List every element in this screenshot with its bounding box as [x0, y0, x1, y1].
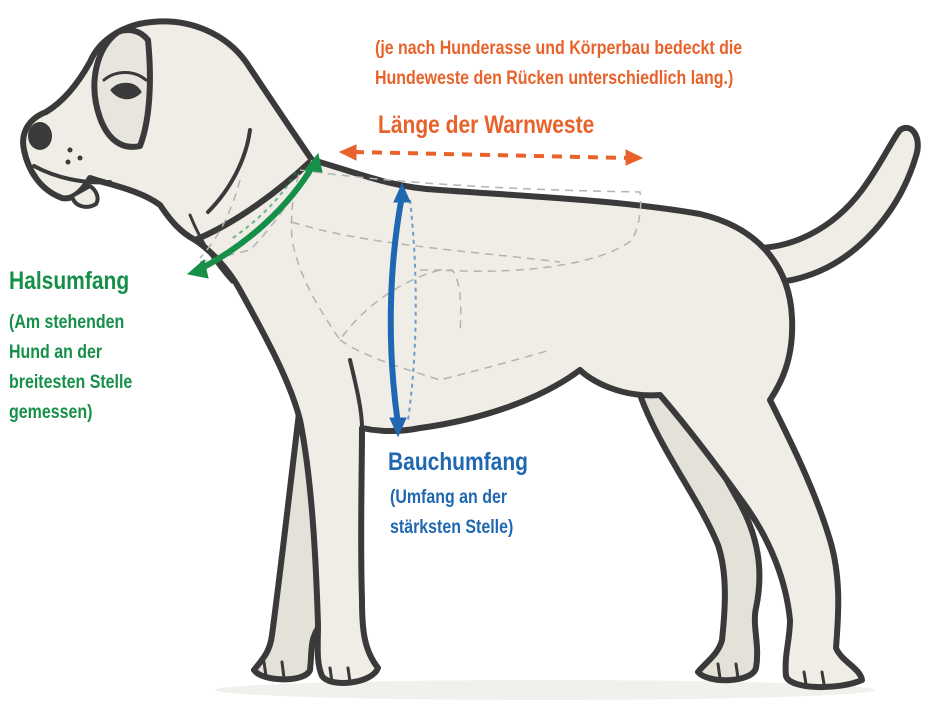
- neck-title: Halsumfang: [9, 267, 130, 295]
- arrow-belly: [387, 182, 417, 438]
- length-note-line-2: Hundeweste den Rücken unterschiedlich la…: [375, 68, 734, 89]
- neck-note-line-2: Hund an der: [9, 342, 103, 363]
- belly-note-line-1: (Umfang an der: [390, 487, 508, 508]
- neck-note-line-4: gemessen): [9, 402, 93, 423]
- dog-illustration: [20, 18, 921, 690]
- belly-note-line-2: stärksten Stelle): [390, 517, 514, 538]
- neck-note-line-3: breitesten Stelle: [9, 372, 133, 393]
- length-note-line-1: (je nach Hunderasse und Körperbau bedeck…: [375, 38, 743, 59]
- double-arrow-horizontal: [338, 144, 644, 166]
- arrow-neck: [186, 152, 323, 279]
- ground-shadow: [215, 680, 875, 700]
- neck-note: (Am stehenden Hund an der breitesten Ste…: [9, 308, 132, 428]
- belly-title: Bauchumfang: [388, 448, 529, 476]
- length-note: (je nach Hunderasse und Körperbau bedeck…: [375, 34, 742, 94]
- length-title: Länge der Warnweste: [378, 111, 595, 139]
- vest-outline: [199, 159, 642, 381]
- neck-note-line-1: (Am stehenden: [9, 312, 125, 333]
- belly-note: (Umfang an der stärksten Stelle): [390, 483, 513, 543]
